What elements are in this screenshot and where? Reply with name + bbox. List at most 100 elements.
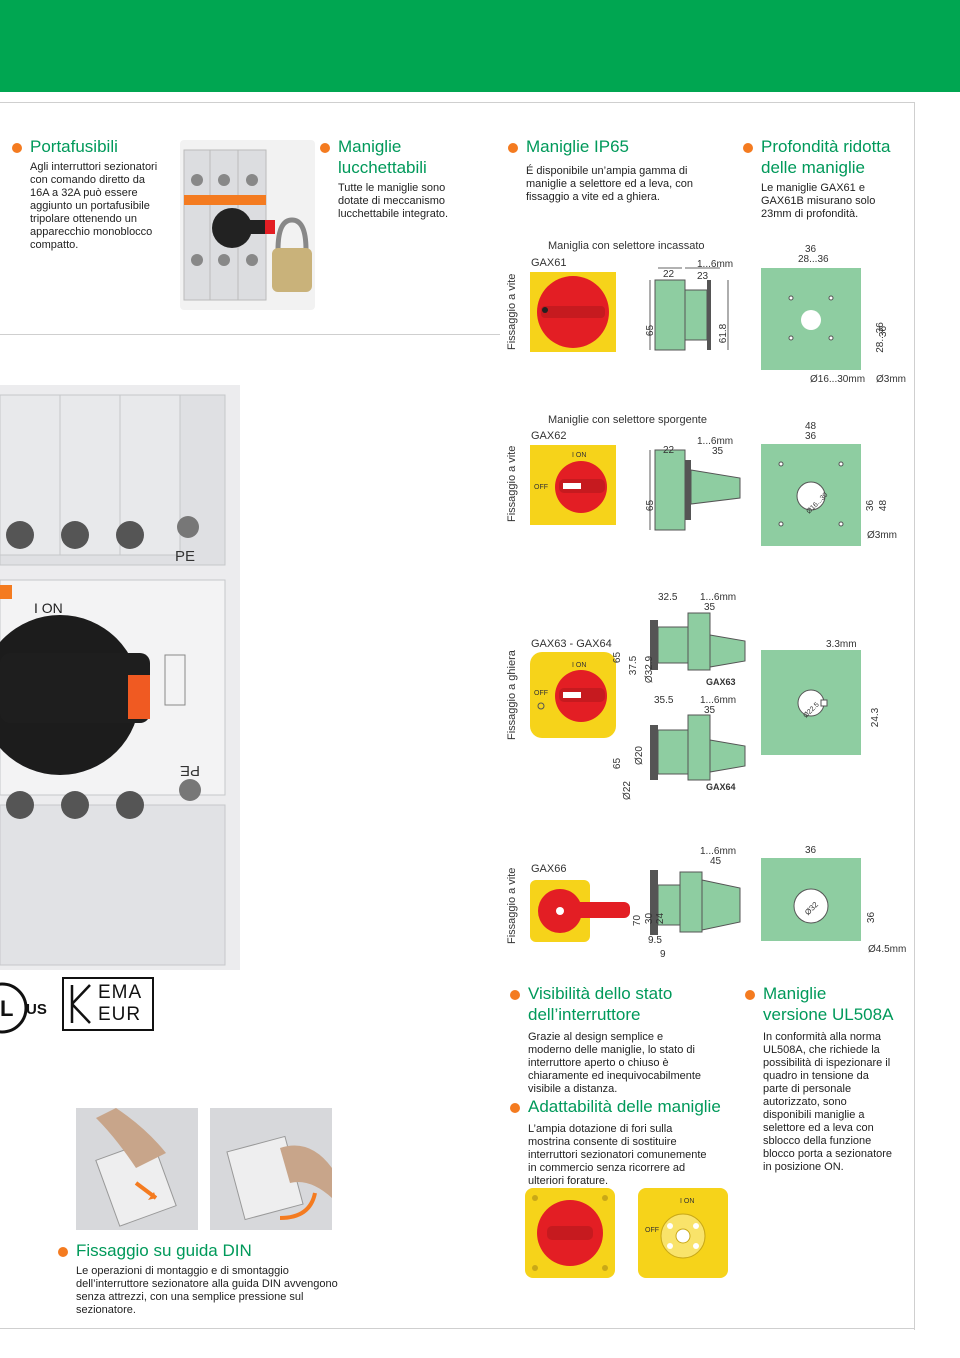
gax66-code: GAX66 <box>531 863 567 875</box>
lucchettabili-text: Tutte le maniglie sono dotate di meccani… <box>338 182 449 220</box>
gax66-panel-small-hole: Ø4.5mm <box>868 944 907 955</box>
profondita-title-1: Profondità ridotta <box>761 137 891 156</box>
kema-logo: EMA EUR <box>62 977 154 1031</box>
gax66-dim-24: 24 <box>655 912 667 925</box>
gax61-caption: Maniglia con selettore incassato <box>548 240 705 252</box>
ul508a-title-2: versione UL508A <box>763 1005 894 1024</box>
yellow-plate-photo <box>638 1188 728 1278</box>
gax61-panel-hole: Ø16...30mm <box>810 374 866 385</box>
gax64-dim-35-5: 35.5 <box>654 695 674 706</box>
gax61-dim-23: 23 <box>697 271 709 282</box>
gax61-panel-small-hole: Ø3mm <box>876 374 906 385</box>
adattabilita-title: Adattabilità delle maniglie <box>528 1097 721 1116</box>
gax62-panel-dim-48-v: 48 <box>878 499 890 512</box>
gax64-label: GAX64 <box>706 782 736 792</box>
gax61-panel-cutout <box>761 268 861 370</box>
ul508a-text: In conformità alla norma UL508A, che ric… <box>763 1031 893 1173</box>
gax66-side-view <box>650 870 741 935</box>
gax62-panel-dim-36-v: 36 <box>865 499 877 512</box>
bottom-rule <box>0 1328 915 1329</box>
gax61-panel-dim-28-36: 28...36 <box>798 254 829 265</box>
adattabilita-block: Adattabilità delle maniglie L’ampia dota… <box>510 1096 725 1188</box>
kema-text-1: EMA <box>98 982 143 1003</box>
bullet-icon <box>58 1246 68 1257</box>
adattabilita-text: L’ampia dotazione di fori sulla mostrina… <box>528 1123 707 1187</box>
gax62-handle-front <box>530 445 616 525</box>
ip65-text: É disponibile un’ampia gamma di maniglie… <box>526 165 693 203</box>
top-banner <box>0 0 960 92</box>
pe-mirror-label: PE <box>180 762 201 779</box>
section-rule <box>0 334 500 335</box>
din-mount-photo-1 <box>76 1108 198 1230</box>
gax6364-code: GAX63 - GAX64 <box>531 638 612 650</box>
yellow-red-handle-photo <box>525 1188 615 1278</box>
plate-off-mark: OFF <box>645 1227 659 1234</box>
gax61-mount-label: Fissaggio a vite <box>506 273 518 350</box>
pe-label: PE <box>175 548 196 565</box>
portafusibili-text: Agli interruttori sezionatori con comand… <box>30 161 158 251</box>
gax62-mount-label: Fissaggio a vite <box>506 445 518 522</box>
gax66-dim-1-6mm: 1...6mm <box>700 846 737 857</box>
gax62-off-mark: OFF <box>534 484 548 491</box>
bullet-icon <box>12 142 22 153</box>
svg-text:L: L <box>0 996 13 1021</box>
gax64-dim-1-6mm: 1...6mm <box>700 695 737 706</box>
gax62-panel-dim-48: 48 <box>805 421 817 432</box>
profondita-title-2: delle maniglie <box>761 158 865 177</box>
gax64-dim-65: 65 <box>612 757 624 770</box>
bullet-icon <box>510 1102 520 1113</box>
gax66-dim-9: 9 <box>660 949 666 960</box>
gax62-dim-22: 22 <box>663 445 675 456</box>
kema-text-2: EUR <box>98 1004 142 1025</box>
gax64-side-view <box>650 714 746 781</box>
gax62-panel-small-hole: Ø3mm <box>867 530 897 541</box>
gax64-dim-35: 35 <box>704 705 716 716</box>
gax66-mount-label: Fissaggio a vite <box>506 867 518 944</box>
gax64-dim-20: Ø20 <box>633 746 645 765</box>
gax61-panel-dim-36: 36 <box>805 244 817 255</box>
gax6364-on-mark: I ON <box>572 662 587 669</box>
din-text: Le operazioni di montaggio e di smontagg… <box>76 1265 338 1316</box>
ul508a-block: Maniglie versione UL508A In conformità a… <box>745 983 905 1174</box>
profondita-block: Profondità ridotta delle maniglie Le man… <box>743 136 913 221</box>
gax61-side-view <box>649 267 729 351</box>
din-block: Fissaggio su guida DIN Le operazioni di … <box>58 1240 348 1317</box>
top-rule <box>0 102 915 103</box>
gax6364-panel-cutout <box>761 650 861 755</box>
lucchettabili-title-2: lucchettabili <box>338 158 427 177</box>
gax66-dim-9-5: 9.5 <box>648 935 662 946</box>
gax66-panel-cutout <box>761 858 861 941</box>
gax63-dim-37-5: 37.5 <box>628 655 640 676</box>
gax63-dim-32-9: Ø32.9 <box>644 655 656 684</box>
gax61-code: GAX61 <box>531 257 567 269</box>
gax61-handle-front <box>530 272 616 352</box>
ul508a-title-1: Maniglie <box>763 984 827 1003</box>
bullet-icon <box>320 142 330 153</box>
switch-padlock-photo <box>180 140 315 310</box>
gax63-label: GAX63 <box>706 677 736 687</box>
gax66-dim-45: 45 <box>710 856 722 867</box>
din-title: Fissaggio su guida DIN <box>76 1241 252 1260</box>
gax63-dim-65: 65 <box>612 651 624 664</box>
ul-logo-us: US <box>26 1001 47 1018</box>
gax62-dim-1-6mm: 1...6mm <box>697 436 734 447</box>
visibilita-title-1: Visibilità dello stato <box>528 984 673 1003</box>
gax62-code: GAX62 <box>531 430 567 442</box>
plate-on-mark: I ON <box>680 1198 695 1205</box>
lucchettabili-title-1: Maniglie <box>338 137 402 156</box>
gax63-side-view <box>650 612 746 671</box>
gax63-dim-32-5: 32.5 <box>658 592 678 603</box>
gax66-dim-30: 30 <box>644 912 656 925</box>
gax6364-panel-dim-24-3: 24.3 <box>870 707 882 728</box>
gax61-panel-dim-36-v: 36 <box>878 325 890 338</box>
portafusibili-title: Portafusibili <box>30 137 118 156</box>
gax62-panel-dim-36: 36 <box>805 431 817 442</box>
switch-closeup-photo <box>0 385 240 970</box>
on-label: I ON <box>34 600 63 616</box>
gax61-dim-1-6mm: 1...6mm <box>697 259 734 270</box>
lucchettabili-block: Maniglie lucchettabili Tutte le maniglie… <box>320 136 470 221</box>
gax63-dim-1-6mm: 1...6mm <box>700 592 737 603</box>
profondita-text: Le maniglie GAX61 e GAX61B misurano solo… <box>761 182 876 220</box>
ip65-block: Maniglie IP65 É disponibile un’ampia gam… <box>508 136 708 204</box>
visibilita-text: Grazie al design semplice e moderno dell… <box>528 1031 702 1095</box>
